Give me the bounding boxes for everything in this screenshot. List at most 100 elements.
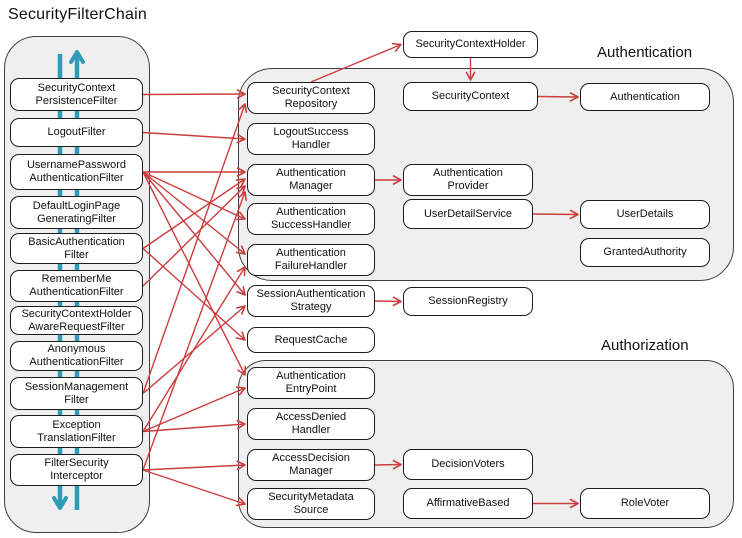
edge-fsi-to-sms xyxy=(142,469,246,507)
node-label-line: GrantedAuthority xyxy=(603,246,687,259)
node-label-line: Authentication xyxy=(610,90,680,103)
node-label-line: PersistenceFilter xyxy=(35,94,118,107)
node-label-line: Exception xyxy=(52,418,101,431)
edge-fsi-to-am xyxy=(142,191,247,471)
node-label-line: Handler xyxy=(291,424,331,436)
node-label-line: FailureHandler xyxy=(274,260,348,272)
node-label-line: SessionAuthentication xyxy=(256,288,366,301)
node-label-line: Authentication xyxy=(276,167,346,180)
edge-sc-to-auth xyxy=(537,92,579,102)
node-label-line: Filter xyxy=(64,393,89,406)
node-label-line: Authentication xyxy=(433,167,503,180)
edge-rmaf-to-am xyxy=(142,185,246,287)
node-label-line: SecurityContext xyxy=(37,81,116,94)
node-ga: GrantedAuthority xyxy=(580,238,710,267)
node-ud: UserDetails xyxy=(580,200,710,229)
node-label-line: LogoutFilter xyxy=(47,126,106,139)
node-logout: LogoutFilter xyxy=(10,118,143,147)
edge-scr-to-sch xyxy=(310,42,402,83)
node-label-line: RememberMe xyxy=(41,273,112,286)
node-label-line: RequestCache xyxy=(274,333,348,346)
node-label-line: AccessDenied xyxy=(275,411,347,424)
authentication-label: Authentication xyxy=(597,44,693,61)
edge-smf-to-scr xyxy=(142,103,248,394)
node-label-line: Manager xyxy=(289,465,333,477)
node-label-line: GeneratingFilter xyxy=(37,212,116,225)
edge-upaf-to-sas xyxy=(142,171,246,296)
node-label-line: Handler xyxy=(291,139,331,151)
node-label-line: TranslationFilter xyxy=(37,431,116,444)
node-label-line: DecisionVoters xyxy=(431,458,505,471)
node-label-line: Authentication xyxy=(276,247,346,260)
node-label-line: UserDetails xyxy=(616,208,674,221)
node-label-line: Strategy xyxy=(290,301,332,313)
node-label-line: FilterSecurity xyxy=(44,457,109,470)
edge-adm-to-dv xyxy=(374,459,402,470)
edge-etf-to-afh xyxy=(142,266,246,432)
node-label-line: BasicAuthentication xyxy=(28,235,125,248)
node-label-line: SecurityContextHolder xyxy=(415,38,526,51)
node-rc: RequestCache xyxy=(247,327,375,353)
node-label-line: SuccessHandler xyxy=(270,219,352,231)
node-label-line: Filter xyxy=(64,248,89,261)
node-label-line: EntryPoint xyxy=(285,383,337,395)
node-label-line: DefaultLoginPage xyxy=(32,199,121,212)
node-label-line: Authentication xyxy=(276,370,346,383)
edge-baf-to-rc xyxy=(142,247,246,341)
node-sch: SecurityContextHolder xyxy=(403,31,538,58)
node-auth: Authentication xyxy=(580,83,710,111)
node-label-line: Anonymous xyxy=(47,343,106,356)
edge-upaf-to-aep xyxy=(142,171,247,376)
edge-logout-to-lsh xyxy=(142,131,246,144)
edge-upaf-to-ash xyxy=(142,171,246,221)
node-uds: UserDetailService xyxy=(403,199,533,229)
node-label-line: LogoutSuccess xyxy=(273,126,349,139)
node-label-line: SecurityContext xyxy=(272,85,350,98)
node-label-line: SecurityContext xyxy=(431,90,510,103)
node-dv: DecisionVoters xyxy=(403,449,533,480)
node-label-line: AuthenticationFilter xyxy=(29,286,124,298)
edge-baf-to-am xyxy=(142,178,246,250)
node-label-line: AccessDecision xyxy=(272,452,350,465)
diagram-title: SecurityFilterChain xyxy=(8,6,147,23)
node-ab: AffirmativeBased xyxy=(403,488,533,519)
node-label-line: AuthenticationFilter xyxy=(29,356,124,368)
relation-arrows xyxy=(142,42,579,509)
node-label-line: SessionRegistry xyxy=(428,295,508,308)
edge-uds-to-ud xyxy=(532,209,579,220)
node-label-line: SecurityContextHolder xyxy=(21,307,132,320)
node-label-line: UserDetailService xyxy=(423,207,513,220)
edge-scpf-to-scr xyxy=(142,89,246,99)
node-label-line: Interceptor xyxy=(50,470,103,482)
node-label-line: AuthenticationFilter xyxy=(29,172,124,184)
node-label-line: Authentication xyxy=(276,206,346,219)
node-label-line: Manager xyxy=(289,180,333,192)
node-sc: SecurityContext xyxy=(403,82,538,111)
node-label-line: Repository xyxy=(284,98,338,110)
authorization-label: Authorization xyxy=(601,337,689,354)
node-label-line: RoleVoter xyxy=(620,497,670,510)
node-label-line: AffirmativeBased xyxy=(426,497,510,510)
node-label-line: SessionManagement xyxy=(24,380,129,393)
node-label-line: Source xyxy=(293,504,329,516)
node-sr: SessionRegistry xyxy=(403,287,533,316)
